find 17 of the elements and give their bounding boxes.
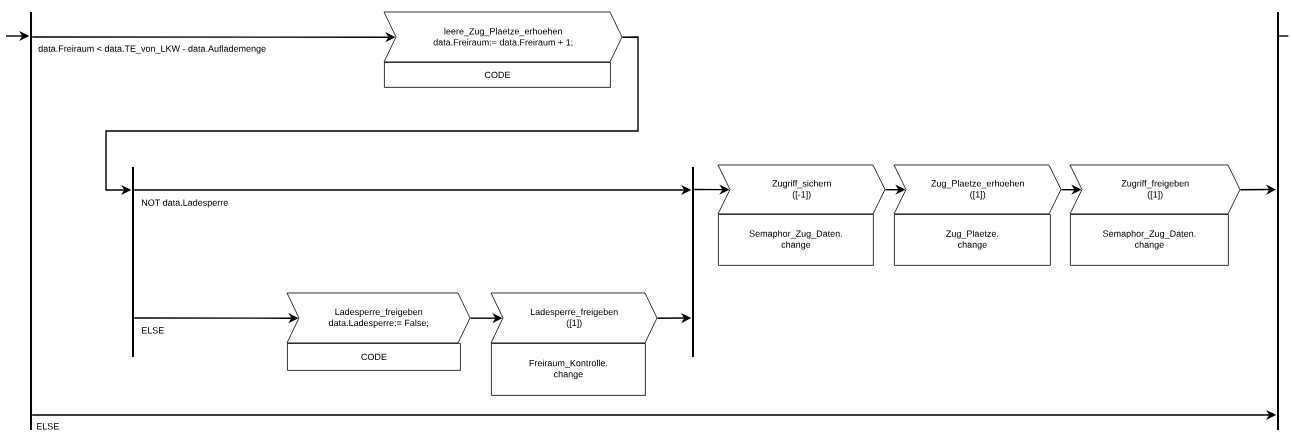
connector-line — [1278, 35, 1290, 37]
node-label: Freiraum_Kontrolle. change — [529, 359, 608, 380]
edge-label: data.Freiraum < data.TE_von_LKW - data.Auflademenge — [38, 45, 266, 54]
edge-label: NOT data.Ladesperre — [141, 199, 228, 208]
edge-label: ELSE — [36, 423, 59, 430]
action-block: Zugriff_sichern ([-1]) Semaphor_Zug_Daten. change — [717, 164, 886, 266]
action-block: Zug_Plaetze_erhoehen ([1]) Zug_Plaetze. change — [893, 164, 1062, 266]
action-block: Ladesperre_freigeben data.Ladesperre:= False; CODE — [286, 292, 471, 371]
action-block: Zugriff_freigeben ([1]) Semaphor_Zug_Daten. change — [1069, 164, 1241, 266]
action-block: leere_Zug_Plaetze_erhoehen data.Freiraum:= data.Freiraum + 1; CODE — [383, 11, 623, 88]
node-label: Semaphor_Zug_Daten. change — [1103, 230, 1196, 250]
action-block: Ladesperre_freigeben ([1]) Freiraum_Kontrolle. change — [490, 292, 658, 396]
edge-label: ELSE — [141, 327, 164, 334]
node-label: CODE — [361, 353, 387, 361]
node-label: CODE — [484, 71, 511, 79]
node-label: Zug_Plaetze. change — [946, 230, 999, 250]
node-label: Semaphor_Zug_Daten. change — [749, 230, 842, 250]
